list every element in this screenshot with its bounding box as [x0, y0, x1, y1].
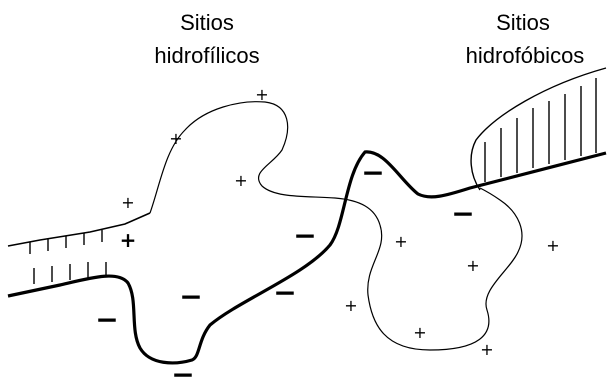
charge-plus: +: [413, 323, 426, 342]
charge-minus: −: [95, 303, 118, 336]
charge-minus: −: [179, 280, 202, 313]
charge-plus: +: [169, 129, 182, 148]
left-lower-hatching: [34, 262, 106, 284]
charge-plus: +: [255, 85, 268, 104]
hydrophilic-title-line1: Sitios: [180, 10, 234, 35]
charge-plus: +: [466, 256, 479, 275]
charge-minus: −: [171, 358, 194, 379]
charge-plus: +: [344, 296, 357, 315]
charge-minus: −: [273, 276, 296, 309]
charge-plus: +: [480, 340, 493, 359]
charge-plus: +: [394, 232, 407, 251]
charge-plus: +: [234, 171, 247, 190]
charge-minus: −: [361, 156, 384, 189]
charge-minus: −: [451, 197, 474, 230]
charge-plus: +: [121, 193, 134, 212]
hydrophilic-title-line2: hidrofílicos: [154, 43, 259, 68]
charge-plus: +: [546, 236, 559, 255]
hydrophobic-title-line2: hidrofóbicos: [466, 43, 585, 68]
charge-minus: −: [293, 219, 316, 252]
left-upper-hatching: [30, 230, 102, 254]
hydrophobic-title-line1: Sitios: [496, 10, 550, 35]
charge-plus-bold: +: [120, 228, 137, 252]
